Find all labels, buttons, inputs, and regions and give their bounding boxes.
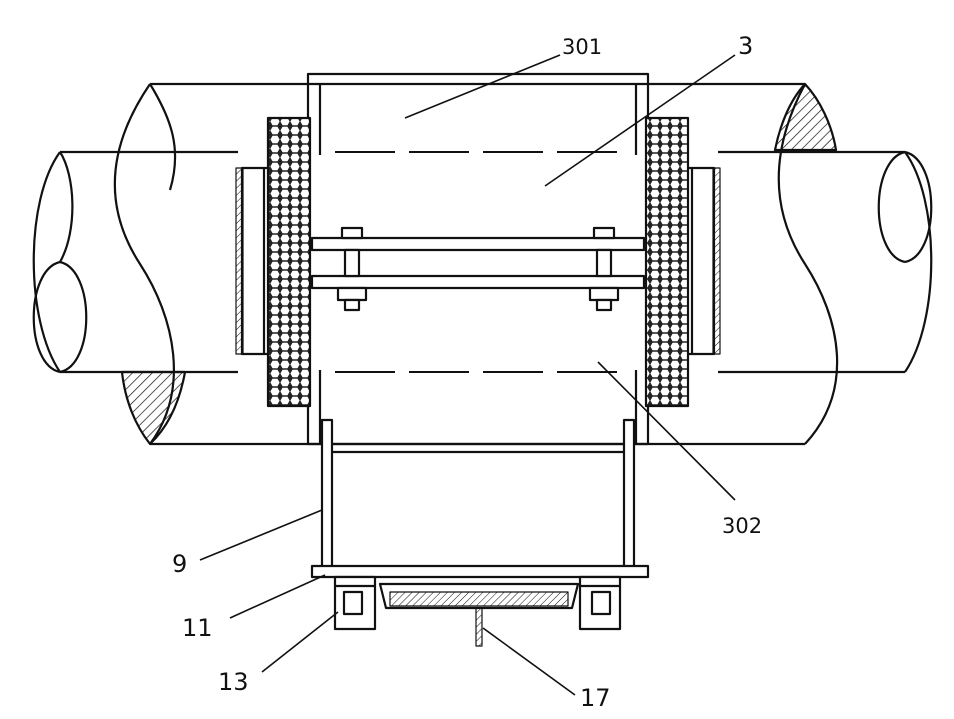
pipe-cut-face-bottom-left [120,370,187,446]
label-13: 13 [218,668,249,696]
support-frame [320,418,636,570]
label-11: 11 [182,614,213,642]
honeycomb-block-left [266,116,312,408]
label-9: 9 [172,550,187,578]
large-pipe [113,82,839,446]
bolt-left [336,226,368,312]
pipe-cut-face-top-right [773,82,838,152]
housing [306,72,650,446]
base-plate [310,564,650,579]
label-301: 301 [562,35,602,59]
side-plate-left [235,166,268,356]
foot-left [333,575,377,631]
leader-lines [199,54,736,696]
clamp-bars [310,236,646,290]
foot-right [578,575,622,631]
housing-centerlines [335,151,630,373]
honeycomb-block-right [644,116,690,408]
bolt-right [588,226,620,312]
label-3: 3 [738,32,753,60]
label-302: 302 [722,514,762,538]
side-plate-right [688,166,721,356]
label-17: 17 [580,684,611,712]
bottom-plate [378,582,580,647]
